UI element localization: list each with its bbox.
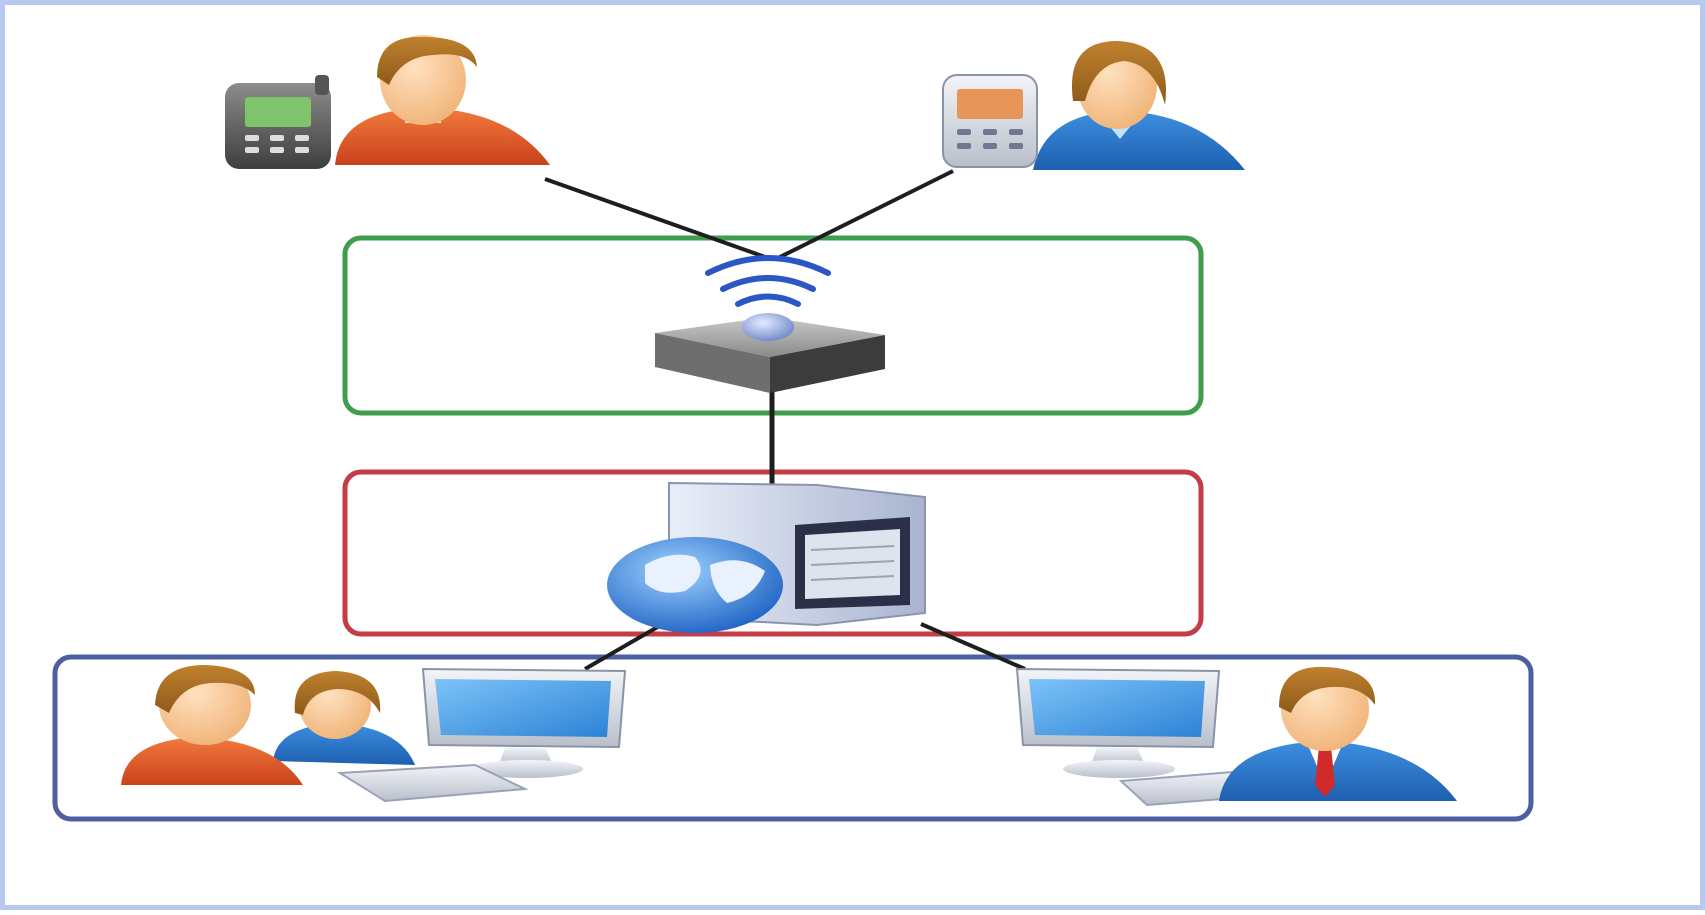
link-server-group bbox=[583, 623, 663, 671]
client-box bbox=[52, 654, 1534, 822]
globe-icon bbox=[607, 537, 783, 633]
network-diagram bbox=[52, 35, 1534, 822]
web-server-icon bbox=[607, 481, 926, 633]
businessman-desktop-icon bbox=[1015, 666, 1457, 807]
user-group-desktop-icon bbox=[121, 665, 627, 803]
user-blue-mobile-icon bbox=[942, 41, 1245, 170]
link-server-businessman bbox=[920, 622, 1026, 671]
link-user2-ap bbox=[777, 169, 954, 260]
signal-waves bbox=[705, 255, 831, 307]
link-user1-ap bbox=[544, 177, 769, 260]
wireless-access-point-icon bbox=[655, 255, 885, 393]
user-orange-mobile-icon bbox=[225, 35, 550, 169]
